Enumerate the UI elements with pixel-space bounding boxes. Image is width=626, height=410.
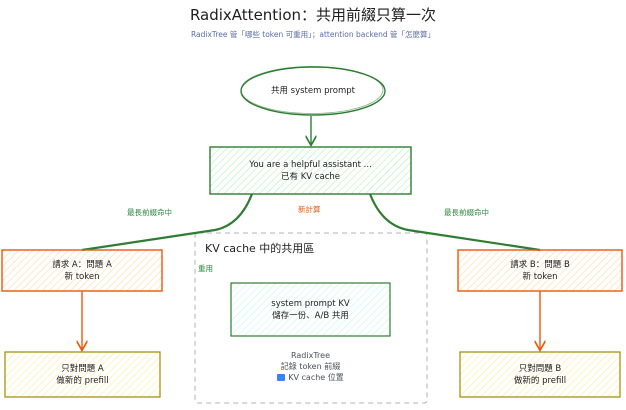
request-b-text: 請求 B：問題 B 新 token xyxy=(458,250,622,291)
prefill-a-line2: 做新的 prefill xyxy=(56,375,109,386)
edge-label-right: 最長前綴命中 xyxy=(444,208,489,217)
shared-kv-text: system prompt KV 儲存一份、A/B 共用 xyxy=(231,283,390,336)
prefill-a-line1: 只對問題 A xyxy=(61,363,104,374)
kv-cache-region xyxy=(194,232,428,404)
prefill-b-node xyxy=(459,351,621,398)
request-a-line1: 請求 A：問題 A xyxy=(52,259,112,270)
shared-kv-node xyxy=(230,282,391,337)
prefill-a-text: 只對問題 A 做新的 prefill xyxy=(5,352,160,397)
diagram-subtitle: RadixTree 管「哪些 token 可重用」；attention back… xyxy=(190,30,436,39)
system-prompt-label: 共用 system prompt xyxy=(270,86,356,96)
request-b-node xyxy=(457,249,623,292)
edge-cached-to-request-a xyxy=(81,193,254,252)
system-prompt-label-wrap: 共用 system prompt xyxy=(241,72,385,110)
prefill-b-line1: 只對問題 B xyxy=(518,363,562,374)
footer-line2: 記錄 token 前綴 xyxy=(280,362,341,371)
region-footer: RadixTree 記錄 token 前綴 KV cache 位置 xyxy=(231,350,390,383)
request-a-line2: 新 token xyxy=(64,271,100,282)
request-a-text: 請求 A：問題 A 新 token xyxy=(2,250,162,291)
request-b-line2: 新 token xyxy=(522,271,558,282)
cached-prefix-node xyxy=(209,146,412,195)
kv-cache-icon xyxy=(277,374,286,381)
request-b-line1: 請求 B：問題 B xyxy=(510,259,570,270)
edge-label-left: 最長前綴命中 xyxy=(127,208,172,217)
cached-prefix-line1: You are a helpful assistant ... xyxy=(249,159,372,170)
cached-prefix-text: You are a helpful assistant ... 已有 KV ca… xyxy=(210,147,411,194)
prefill-a-node xyxy=(4,351,161,398)
diagram-title: RadixAttention：共用前綴只算一次 xyxy=(189,6,437,24)
footer-line3: KV cache 位置 xyxy=(288,373,344,382)
request-a-node xyxy=(1,249,163,292)
edge-cached-to-request-b xyxy=(368,193,541,252)
prefill-b-line2: 做新的 prefill xyxy=(513,375,567,386)
cached-prefix-line2: 已有 KV cache xyxy=(281,171,340,182)
shared-kv-line2: 儲存一份、A/B 共用 xyxy=(272,310,349,321)
shared-kv-line1: system prompt KV xyxy=(271,298,350,309)
footer-line1: RadixTree xyxy=(291,351,330,360)
region-note: 重用 xyxy=(198,264,213,273)
footer-line3-wrap: KV cache 位置 xyxy=(231,372,390,383)
region-title: KV cache 中的共用區 xyxy=(205,242,315,255)
edge-label-center: 新計算 xyxy=(298,205,321,214)
prefill-b-text: 只對問題 B 做新的 prefill xyxy=(460,352,620,397)
